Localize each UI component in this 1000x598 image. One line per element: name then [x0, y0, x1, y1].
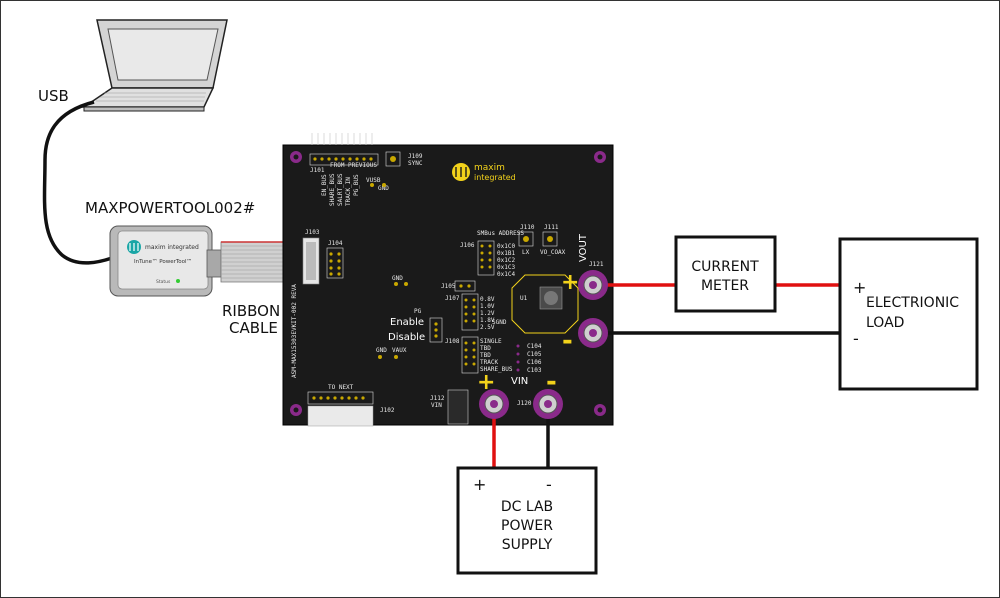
gnd-label-low: GND: [376, 347, 387, 354]
j111-label: J111: [544, 224, 559, 231]
load-label-line2: LOAD: [866, 315, 904, 331]
j102-label: J102: [380, 407, 395, 414]
pin-share-bus: SHARE_BUS: [329, 173, 336, 206]
address-option-3: 0x1C3: [497, 264, 515, 271]
current-meter-box: [674, 235, 777, 313]
supply-label-line1: DC LAB: [501, 499, 553, 515]
address-option-0: 0x1C0: [497, 243, 515, 250]
cap-c105: C105: [527, 351, 542, 358]
from-previous-label: FROM PREVIOUS: [330, 162, 377, 169]
vusb-label: VUSB: [366, 177, 381, 184]
to-next-label: TO NEXT: [328, 384, 354, 391]
usb-cable: [42, 100, 113, 265]
gnd-label-top: GND: [378, 185, 389, 192]
current-meter-line1: CURRENT: [691, 259, 759, 275]
mode-option-2: TBD: [480, 352, 491, 359]
status-led-icon: [176, 279, 180, 283]
j103-label: J103: [305, 229, 320, 236]
mounting-hole-icon: [290, 151, 606, 416]
vin-minus-sign: -: [546, 367, 557, 397]
board-maxim-logo-icon: [452, 163, 470, 181]
pin-track-in: TRACK_IN: [345, 177, 352, 206]
vo-coax-label: VO_COAX: [540, 249, 566, 256]
j106-label: J106: [460, 242, 475, 249]
gnd-label-mid: GND: [392, 275, 403, 282]
enable-label: Enable: [390, 317, 424, 328]
laptop-icon: [81, 19, 228, 112]
j121-label: J121: [589, 261, 604, 268]
current-meter-line2: METER: [701, 278, 749, 294]
board-part-number: ASM-MAX15303EVKIT-002 REVA: [291, 284, 298, 378]
maxim-logo-icon: [127, 240, 141, 254]
pg-label: PG: [414, 308, 422, 315]
terminal-vout-positive-icon: [578, 270, 608, 300]
j120-label: J120: [517, 400, 532, 407]
cap-c104: C104: [527, 343, 542, 350]
disable-label: Disable: [388, 332, 425, 343]
dongle-product: InTune™ PowerTool™: [134, 258, 192, 265]
supply-label-line2: POWER: [501, 518, 553, 534]
address-option-2: 0x1C2: [497, 257, 515, 264]
vout-minus-sign: -: [562, 326, 573, 356]
mode-option-0: SINGLE: [480, 338, 502, 345]
u1-label: U1: [520, 295, 528, 302]
ribbon-label-line1: RIBBON: [222, 302, 280, 320]
vout-option-3: 1.8V: [480, 317, 495, 324]
dongle-id-label: MAXPOWERTOOL002#: [85, 199, 255, 217]
board-brand-line1: maxim: [474, 163, 505, 173]
board-brand-line2: integrated: [474, 173, 516, 182]
vin-label: VIN: [511, 376, 528, 387]
pin-salrt-bus: SALRT_BUS: [337, 173, 344, 206]
cap-c106: C106: [527, 359, 542, 366]
pin-pg-bus: PG_BUS: [353, 174, 360, 196]
ribbon-label-line2: CABLE: [229, 319, 278, 337]
load-minus-sign: -: [853, 329, 859, 348]
j108-label: J108: [445, 338, 460, 345]
terminal-vout-negative-icon: [578, 318, 608, 348]
lx-label: LX: [522, 249, 530, 256]
terminal-vin-negative-icon: [533, 389, 563, 419]
mode-option-3: TRACK: [480, 359, 498, 366]
j101-label: J101: [310, 167, 325, 174]
vout-label: VOUT: [578, 233, 589, 262]
vout-option-1: 1.0V: [480, 303, 495, 310]
terminal-vin-positive-icon: [479, 389, 509, 419]
electronic-load-box: [838, 237, 979, 391]
vout-option-4: 2.5V: [480, 324, 495, 331]
sgnd-label: SGND: [492, 319, 507, 326]
load-plus-sign: +: [853, 278, 866, 297]
j109-label: J109: [408, 153, 423, 160]
j105-label: J105: [441, 283, 456, 290]
j107-label: J107: [445, 295, 460, 302]
evaluation-board: J101 FROM PREVIOUS J109 SYNC maxim integ…: [282, 133, 614, 427]
supply-label-line3: SUPPLY: [502, 537, 553, 553]
vout-plus-sign: +: [561, 270, 579, 295]
address-option-1: 0x1B1: [497, 250, 515, 257]
vout-option-0: 0.8V: [480, 296, 495, 303]
vout-option-2: 1.2V: [480, 310, 495, 317]
powertool-dongle: maxim integrated InTune™ PowerTool™ Stat…: [109, 225, 222, 297]
supply-minus-sign: -: [546, 475, 552, 494]
usb-label: USB: [38, 87, 69, 105]
pin-en-bus: EN_BUS: [321, 174, 328, 196]
vin-plus-sign: +: [477, 370, 495, 395]
sync-label: SYNC: [408, 160, 423, 167]
cap-c103: C103: [527, 367, 542, 374]
mode-option-4: SHARE_BUS: [480, 366, 513, 373]
j112-label: J112: [430, 395, 445, 402]
j104-label: J104: [328, 240, 343, 247]
address-option-4: 0x1C4: [497, 271, 515, 278]
j110-label: J110: [520, 224, 535, 231]
dongle-brand: maxim integrated: [145, 244, 199, 251]
mode-option-1: TBD: [480, 345, 491, 352]
load-label-line1: ELECTRIONIC: [866, 295, 959, 311]
dongle-status: Status: [156, 279, 171, 285]
supply-plus-sign: +: [473, 475, 486, 494]
vaux-label: VAUX: [392, 347, 407, 354]
dc-supply-box: [456, 466, 598, 575]
smbus-address-label: SMBus ADDRESS: [477, 230, 524, 237]
j112-vin-label: VIN: [431, 402, 442, 409]
